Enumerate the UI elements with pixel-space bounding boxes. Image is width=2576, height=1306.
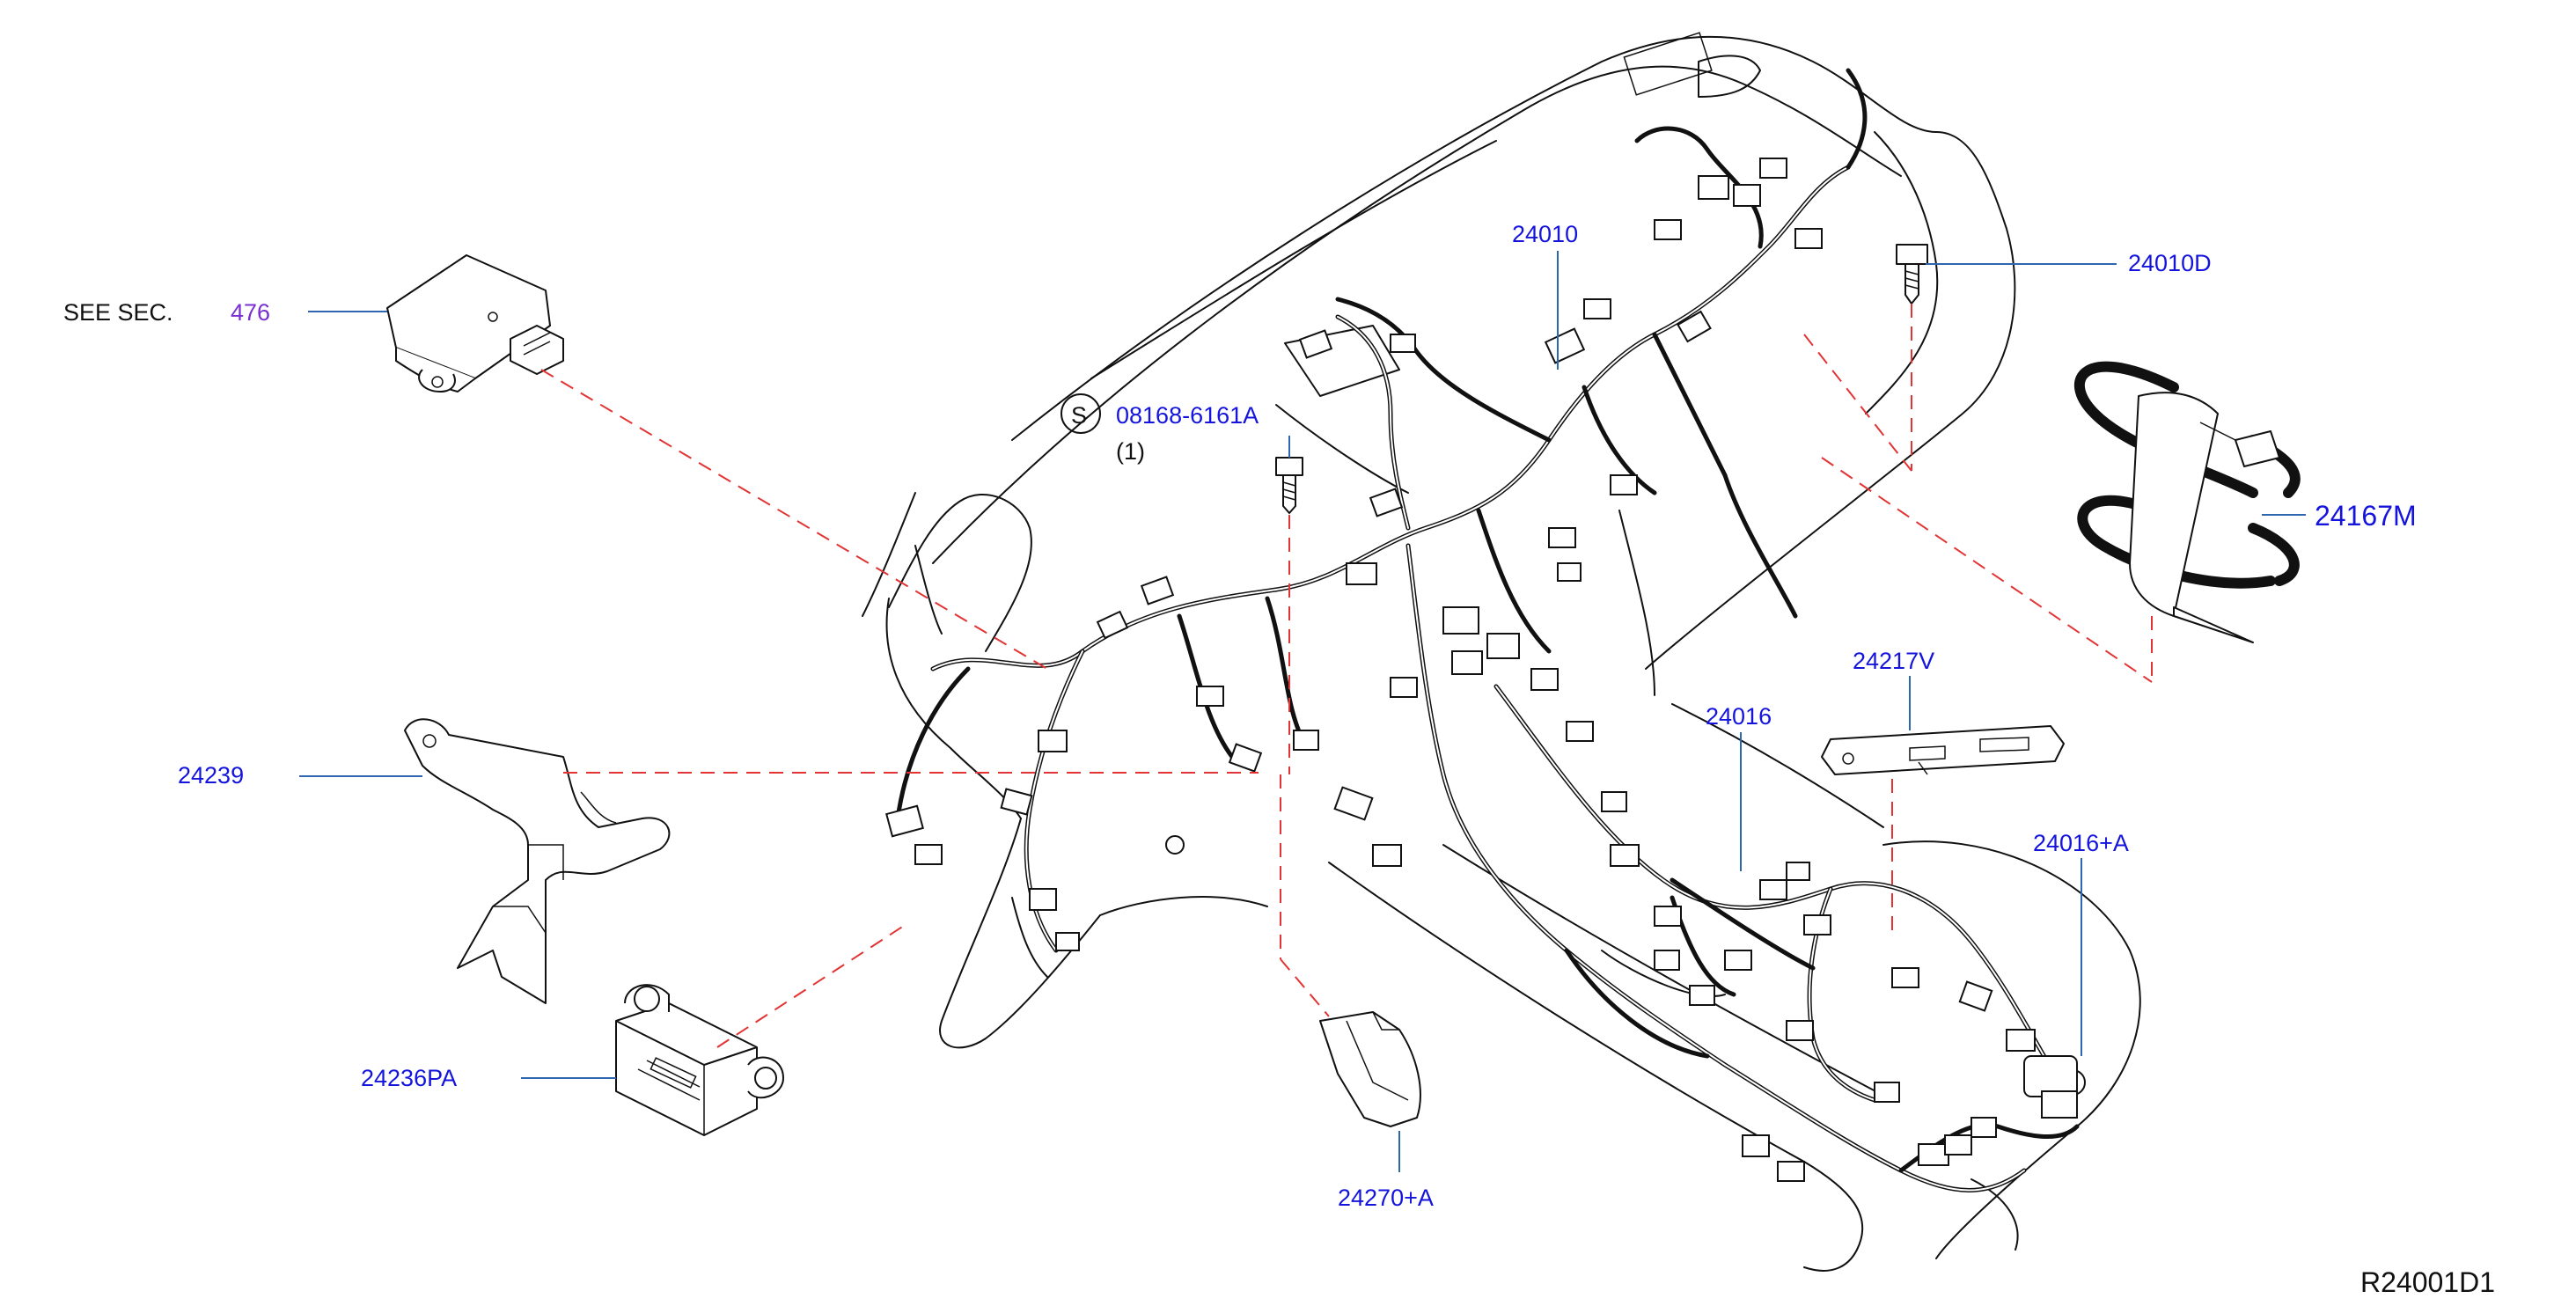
label-24217v: 24217V [1853, 648, 1934, 674]
diagram-id: R24001D1 [2360, 1266, 2495, 1298]
dashed-reference-lines [540, 304, 2153, 1048]
label-24010: 24010 [1512, 221, 1578, 247]
label-24010d: 24010D [2128, 250, 2212, 276]
see-section-prefix: SEE SEC. [63, 299, 173, 326]
label-24236pa: 24236PA [361, 1065, 457, 1091]
label-24167m: 24167M [2315, 500, 2417, 532]
std-part-number: 08168-6161A [1116, 402, 1259, 429]
circled-s-icon [1060, 393, 1101, 434]
control-module-icon [386, 254, 564, 393]
bracket-icon [404, 718, 671, 1004]
label-24016a: 24016+A [2033, 830, 2129, 856]
tape-roll-icon [2073, 361, 2301, 643]
bolt-icon [1275, 457, 1303, 514]
std-part-symbol: S [1071, 402, 1087, 429]
leader-lines [299, 251, 2306, 1172]
main-wire-harness [895, 68, 2080, 1192]
harness-connectors [885, 158, 2086, 1182]
part-labels: SEE SEC. 476 24010 24010D 24167M 24217V … [63, 221, 2495, 1298]
control-module-icon [615, 984, 784, 1136]
label-24239: 24239 [178, 762, 244, 789]
cover-trim-icon [1319, 1011, 1421, 1127]
std-part-qty: (1) [1116, 438, 1145, 465]
see-section-number: 476 [231, 299, 270, 326]
label-24016: 24016 [1706, 703, 1772, 730]
label-24270a: 24270+A [1338, 1185, 1434, 1211]
bolt-icon [1896, 244, 1928, 304]
clip-icon [1821, 725, 2065, 775]
